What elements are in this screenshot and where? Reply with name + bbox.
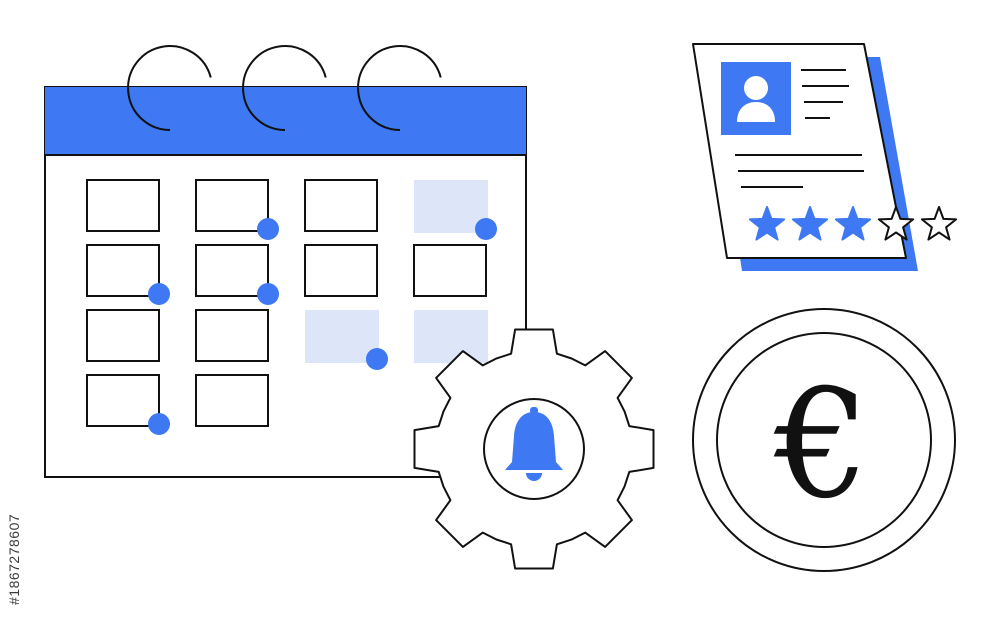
coin-inner-ring	[716, 332, 932, 548]
calendar-day	[304, 179, 378, 232]
calendar-day	[86, 374, 160, 427]
calendar-day	[86, 244, 160, 297]
calendar-day	[86, 309, 160, 362]
rating-stars	[748, 206, 958, 241]
user-avatar-icon	[721, 62, 791, 135]
calendar-event-dot	[148, 283, 170, 305]
calendar-event-dot	[257, 283, 279, 305]
calendar-day-highlight	[305, 310, 379, 363]
calendar-ring	[242, 45, 327, 131]
star-filled-icon	[834, 206, 872, 241]
resume-card	[692, 43, 958, 271]
star-empty-icon	[877, 206, 915, 241]
calendar-day	[86, 179, 160, 232]
calendar-illustration	[44, 45, 527, 478]
calendar-event-dot	[257, 218, 279, 240]
stock-id-label: #1867278607	[6, 513, 22, 605]
calendar-header	[45, 87, 526, 155]
calendar-day	[195, 179, 269, 232]
calendar-day	[195, 374, 269, 427]
calendar-ring	[127, 45, 212, 131]
calendar-event-dot	[148, 413, 170, 435]
gear-illustration	[413, 328, 655, 570]
resume-text-lines	[735, 69, 864, 188]
star-filled-icon	[748, 206, 786, 241]
star-empty-icon	[920, 206, 958, 241]
calendar-day	[304, 244, 378, 297]
calendar-day-highlight	[414, 180, 488, 233]
calendar-event-dot	[475, 218, 497, 240]
calendar-day-highlight	[414, 310, 488, 363]
calendar-day	[413, 244, 487, 297]
bell-icon	[505, 407, 563, 481]
star-filled-icon	[791, 206, 829, 241]
calendar-rings	[127, 45, 442, 131]
calendar-event-dot	[366, 348, 388, 370]
calendar-day	[195, 244, 269, 297]
calendar-day	[195, 309, 269, 362]
euro-icon: €	[773, 358, 869, 532]
euro-coin: €	[692, 308, 956, 572]
calendar-ring	[357, 45, 442, 131]
calendar-grid	[86, 179, 497, 435]
coin-outer-ring	[692, 308, 956, 572]
